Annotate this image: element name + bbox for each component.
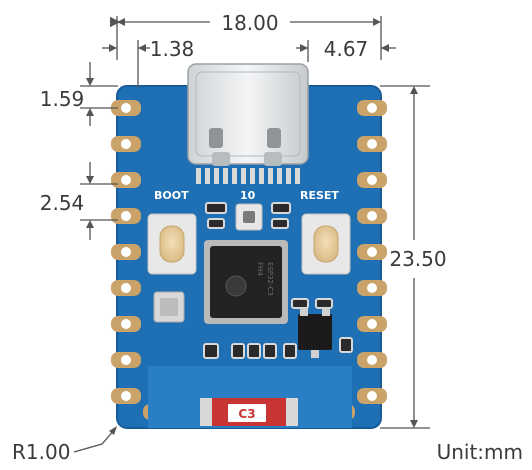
right-pin-pad-hole	[367, 139, 377, 149]
esp32-c3-chip: ESP32-C3 FH4	[204, 240, 288, 324]
right-pin-pad-hole	[367, 211, 377, 221]
usb-pin-pad	[196, 168, 201, 184]
dimension-board-width: 18.00	[109, 11, 382, 60]
reset-button	[301, 213, 351, 275]
dim-board-width: 18.00	[221, 11, 278, 35]
right-pin-pad-hole	[367, 391, 377, 401]
right-pin-pad-hole	[367, 247, 377, 257]
left-pin-pad-hole	[121, 391, 131, 401]
chip-marking-1: ESP32-C3	[266, 262, 274, 296]
dim-right-offset: 4.67	[324, 37, 369, 61]
left-pin-pad-hole	[121, 355, 131, 365]
pcb-board: BOOT 10 RESET	[111, 63, 387, 429]
smd-components	[203, 202, 353, 359]
left-pin-pad-hole	[121, 247, 131, 257]
boot-button	[147, 213, 197, 275]
dimension-left-offset: 1.38	[102, 37, 194, 88]
dim-corner-radius: R1.00	[12, 440, 70, 464]
io-label: 10	[240, 189, 256, 202]
dimension-top-offset: 1.59	[40, 62, 118, 126]
usb-pin-pad	[295, 168, 300, 184]
dim-left-offset: 1.38	[150, 37, 195, 61]
left-pin-pad-hole	[121, 103, 131, 113]
right-pin-pad-hole	[367, 175, 377, 185]
unit-label: Unit:mm	[437, 440, 523, 464]
crystal-oscillator	[153, 291, 185, 323]
usb-pin-pad	[277, 168, 282, 184]
usb-pin-pad	[205, 168, 210, 184]
left-pin-pad-hole	[121, 283, 131, 293]
left-pin-pad-hole	[121, 175, 131, 185]
dim-top-offset: 1.59	[40, 87, 85, 111]
right-pin-pad-hole	[367, 319, 377, 329]
usb-pin-pad	[232, 168, 237, 184]
dimension-board-height: 23.50	[380, 85, 447, 429]
rgb-led	[235, 203, 263, 231]
usb-pin-pad	[250, 168, 255, 184]
dimension-pin-pitch: 2.54	[40, 162, 118, 240]
boot-label: BOOT	[154, 189, 189, 202]
usb-pin-pads	[196, 168, 300, 184]
chip-marking-2: FH4	[256, 262, 264, 276]
ceramic-antenna: C3	[200, 398, 298, 426]
usb-pin-pad	[268, 168, 273, 184]
voltage-regulator	[298, 308, 332, 358]
antenna-label: C3	[238, 407, 255, 421]
dim-pin-pitch: 2.54	[40, 191, 85, 215]
reset-label: RESET	[300, 189, 339, 202]
usb-pin-pad	[259, 168, 264, 184]
usb-pin-pad	[286, 168, 291, 184]
right-pin-pad-hole	[367, 283, 377, 293]
right-pin-pad-hole	[367, 355, 377, 365]
dimension-corner-radius: R1.00	[12, 426, 117, 464]
right-pin-pad-hole	[367, 103, 377, 113]
usb-c-connector	[187, 63, 309, 166]
left-pin-pad-hole	[121, 211, 131, 221]
dim-board-height: 23.50	[389, 247, 446, 271]
usb-pin-pad	[241, 168, 246, 184]
left-pin-pad-hole	[121, 319, 131, 329]
usb-pin-pad	[214, 168, 219, 184]
dimension-right-offset: 4.67	[296, 37, 396, 62]
right-pin-pads	[325, 100, 387, 420]
left-pin-pad-hole	[121, 139, 131, 149]
left-pin-pads	[111, 100, 173, 420]
usb-pin-pad	[223, 168, 228, 184]
